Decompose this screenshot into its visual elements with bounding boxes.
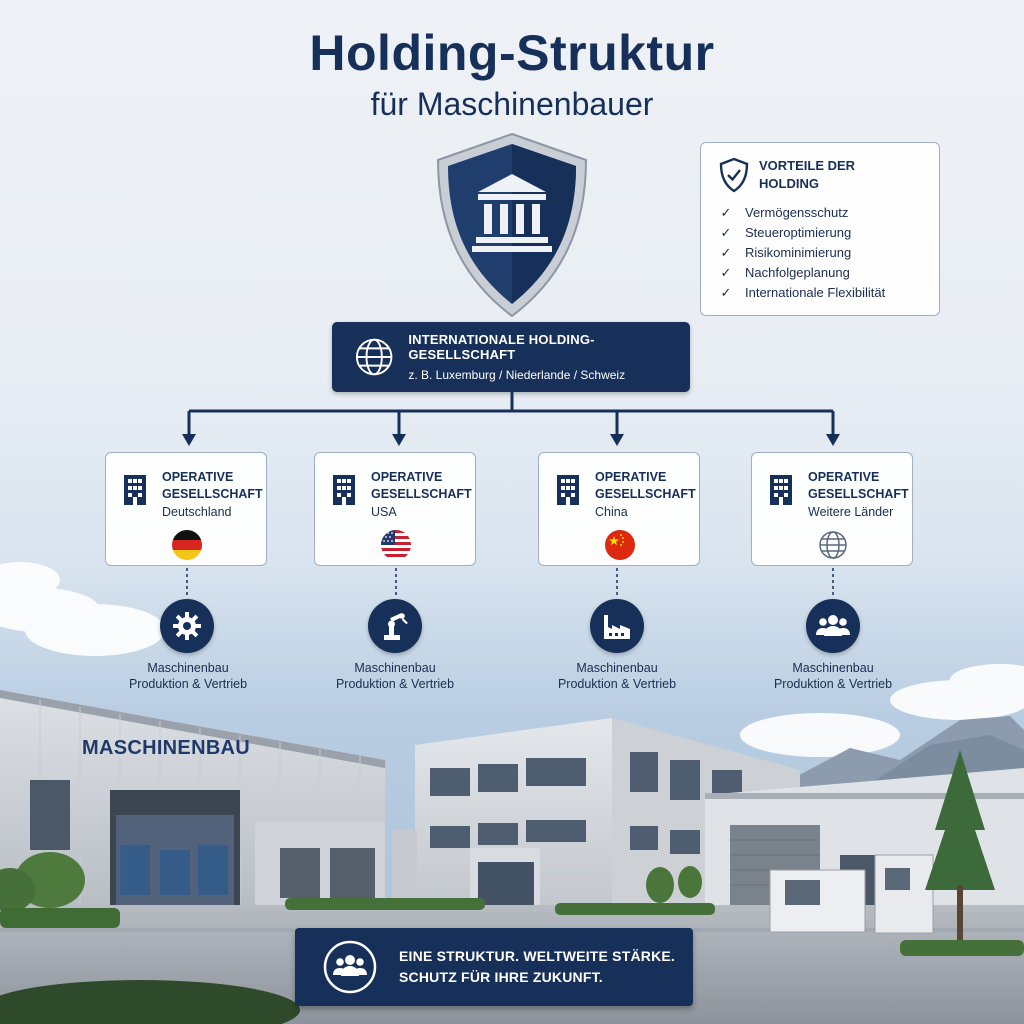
shield-bank-icon xyxy=(436,132,588,318)
trees xyxy=(0,750,995,940)
checkmark-icon: ✓ xyxy=(720,205,732,220)
checkmark-icon: ✓ xyxy=(720,285,732,300)
banner-line-2: SCHUTZ FÜR IHRE ZUKUNFT. xyxy=(399,969,603,985)
benefits-title: VORTEILE DER HOLDING xyxy=(759,158,856,191)
card-country: Weitere Länder xyxy=(808,505,894,519)
office-building-icon xyxy=(770,475,792,505)
benefit-item: ✓Vermögensschutz xyxy=(719,203,925,223)
team-icon xyxy=(806,599,860,653)
banner-line-1: EINE STRUKTUR. WELTWEITE STÄRKE. xyxy=(399,948,676,964)
holding-title: INTERNATIONALE HOLDING-GESELLSCHAFT xyxy=(408,332,595,362)
holding-company-box: INTERNATIONALE HOLDING-GESELLSCHAFT z. B… xyxy=(332,322,690,392)
robot-arm-icon xyxy=(368,599,422,653)
card-country: USA xyxy=(371,505,397,519)
card-country: China xyxy=(595,505,628,519)
benefit-item: ✓Steueroptimierung xyxy=(719,223,925,243)
globe-icon xyxy=(355,338,393,376)
clouds xyxy=(0,562,1024,757)
team-icon xyxy=(323,940,377,994)
globe-icon xyxy=(819,531,847,559)
left-factory-hall xyxy=(0,690,385,905)
checkmark-icon: ✓ xyxy=(720,225,732,240)
usa-flag-icon xyxy=(381,530,411,560)
checkmark-icon: ✓ xyxy=(720,265,732,280)
shield-check-icon xyxy=(719,157,749,193)
page-subtitle: für Maschinenbauer xyxy=(370,86,654,122)
benefit-item: ✓Risikominimierung xyxy=(719,243,925,263)
benefits-list: ✓Vermögensschutz ✓Steueroptimierung ✓Ris… xyxy=(719,203,925,303)
office-building-icon xyxy=(124,475,146,505)
germany-flag-icon xyxy=(172,530,202,560)
bottom-banner: EINE STRUKTUR. WELTWEITE STÄRKE. SCHUTZ … xyxy=(295,928,693,1006)
benefit-item: ✓Internationale Flexibilität xyxy=(719,283,925,303)
office-building-icon xyxy=(333,475,355,505)
benefit-item: ✓Nachfolgeplanung xyxy=(719,263,925,283)
holding-subtitle: z. B. Luxemburg / Niederlande / Schweiz xyxy=(408,368,626,382)
china-flag-icon xyxy=(605,530,635,560)
page-title: Holding-Struktur xyxy=(309,25,715,81)
office-building-icon xyxy=(557,475,579,505)
card-country: Deutschland xyxy=(162,505,232,519)
factory-icon xyxy=(590,599,644,653)
gear-icon xyxy=(160,599,214,653)
benefits-panel: VORTEILE DER HOLDING ✓Vermögensschutz ✓S… xyxy=(700,142,940,316)
building-sign: MASCHINENBAU xyxy=(82,737,251,759)
checkmark-icon: ✓ xyxy=(720,245,732,260)
